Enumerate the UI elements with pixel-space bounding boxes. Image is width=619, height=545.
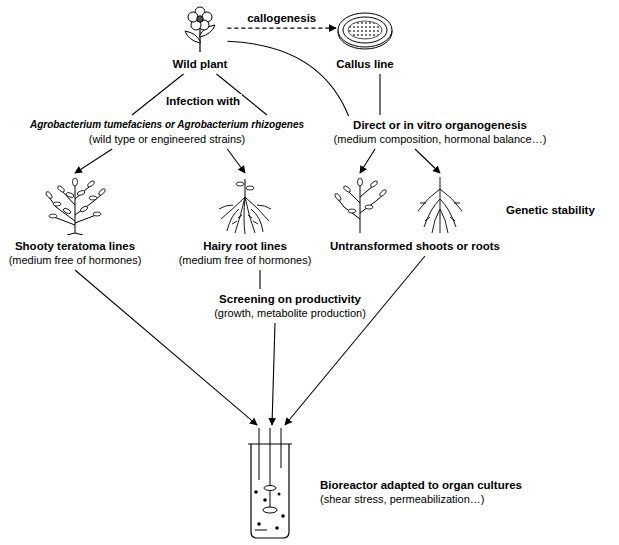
flow-arrow bbox=[272, 323, 275, 425]
drawing-stroke bbox=[57, 185, 66, 193]
drawing-stroke bbox=[418, 177, 462, 233]
node-group: Agrobacterium tumefaciens or Agrobacteri… bbox=[30, 118, 304, 146]
flow-arrow bbox=[415, 149, 440, 173]
node-note: (shear stress, permeabilization…) bbox=[320, 492, 522, 506]
node-group: Untransformed shoots or roots bbox=[330, 175, 500, 253]
drawing-stroke bbox=[370, 180, 379, 188]
drawing-stroke bbox=[338, 13, 392, 47]
text-block: Bioreactor adapted to organ cultures(she… bbox=[320, 478, 522, 506]
flow-arrow bbox=[360, 149, 375, 173]
node-group: Wild plant bbox=[173, 5, 228, 71]
node-group: Bioreactor adapted to organ cultures(she… bbox=[245, 428, 522, 540]
drawing-stroke bbox=[236, 182, 244, 186]
drawing-stroke bbox=[188, 12, 198, 22]
flow-arrow bbox=[227, 149, 245, 173]
node-note: (medium free of hormones) bbox=[179, 253, 312, 267]
drawing-stroke bbox=[246, 186, 254, 190]
drawing-stroke bbox=[365, 205, 373, 209]
node-group: Screening on productivity(growth, metabo… bbox=[214, 292, 366, 320]
drawing-stroke bbox=[53, 202, 61, 206]
node-heading: Agrobacterium tumefaciens or Agrobacteri… bbox=[30, 118, 304, 132]
node-heading: Hairy root lines bbox=[179, 239, 312, 253]
drawing-stroke bbox=[275, 526, 279, 530]
drawing-stroke bbox=[338, 183, 383, 233]
flow-arrow bbox=[75, 149, 112, 173]
node-note: (wild type or engineered strains) bbox=[30, 132, 304, 146]
drawing-stroke bbox=[281, 514, 285, 518]
node-heading: Callus line bbox=[336, 57, 394, 71]
edge-label: Infection with bbox=[164, 94, 242, 108]
node-heading: Shooty teratoma lines bbox=[9, 239, 142, 253]
plant-icon bbox=[178, 5, 222, 53]
drawing-stroke bbox=[49, 183, 102, 235]
drawing-stroke bbox=[343, 185, 352, 193]
drawing-stroke bbox=[185, 31, 200, 43]
node-note: (medium free of hormones) bbox=[9, 253, 142, 267]
drawing-stroke bbox=[80, 205, 89, 212]
drawing-stroke bbox=[49, 214, 57, 218]
flow-arrow bbox=[132, 74, 267, 115]
shooty-teratoma-picture bbox=[40, 175, 110, 235]
node-note: (growth, metabolite production) bbox=[214, 306, 366, 320]
drawing-stroke bbox=[379, 189, 387, 197]
drawing-stroke bbox=[257, 522, 261, 526]
drawing-stroke bbox=[264, 486, 276, 491]
petri-dish bbox=[336, 5, 394, 53]
drawing-stroke bbox=[358, 178, 363, 186]
node-heading: Screening on productivity bbox=[214, 292, 366, 306]
drawing-stroke bbox=[334, 178, 387, 213]
drawing-stroke bbox=[89, 196, 97, 200]
flow-arrow bbox=[285, 256, 425, 425]
drawing-stroke bbox=[343, 17, 387, 43]
drawing-stroke bbox=[244, 179, 245, 197]
drawing-stroke bbox=[278, 493, 281, 496]
drawing-stroke bbox=[93, 212, 101, 216]
node-note: (medium composition, hormonal balance…) bbox=[334, 132, 547, 146]
drawing-stroke bbox=[45, 178, 106, 218]
flow-arrow bbox=[227, 28, 336, 29]
drawing-stroke bbox=[348, 21, 382, 39]
node-heading: Untransformed shoots or roots bbox=[330, 239, 500, 253]
flow-arrow bbox=[259, 270, 260, 289]
drawing-stroke bbox=[63, 207, 72, 214]
drawing-stroke bbox=[219, 197, 271, 234]
flow-arrow bbox=[379, 74, 380, 115]
node-heading: Bioreactor adapted to organ cultures bbox=[320, 478, 522, 492]
drawing-stroke bbox=[77, 190, 86, 196]
drawing-stroke bbox=[66, 192, 75, 198]
node-group: Direct or in vitro organogenesis(medium … bbox=[334, 118, 547, 146]
drawing-stroke bbox=[98, 188, 106, 196]
drawing-stroke bbox=[45, 191, 53, 200]
side-note: Genetic stability bbox=[506, 203, 595, 217]
drawing-stroke bbox=[197, 16, 203, 22]
node-group: Callus line bbox=[336, 5, 394, 71]
node-heading: Direct or in vitro organogenesis bbox=[334, 118, 547, 132]
edge-label: callogenesis bbox=[245, 11, 318, 25]
drawing-stroke bbox=[72, 178, 77, 186]
node-heading: Wild plant bbox=[173, 57, 228, 71]
untransformed-pictures bbox=[330, 175, 500, 235]
drawing-stroke bbox=[254, 490, 258, 494]
drawing-stroke bbox=[255, 428, 281, 530]
node-group: Hairy root lines(medium free of hormones… bbox=[179, 175, 312, 267]
drawing-stroke bbox=[87, 180, 96, 188]
bioreactor-picture bbox=[245, 428, 295, 540]
flow-arrow bbox=[227, 41, 348, 116]
node-group: Shooty teratoma lines(medium free of hor… bbox=[9, 175, 142, 267]
drawing-stroke bbox=[263, 507, 277, 513]
drawing-stroke bbox=[263, 498, 267, 502]
hairy-root-picture bbox=[215, 175, 275, 235]
drawing-stroke bbox=[334, 193, 342, 202]
drawing-stroke bbox=[348, 209, 356, 213]
